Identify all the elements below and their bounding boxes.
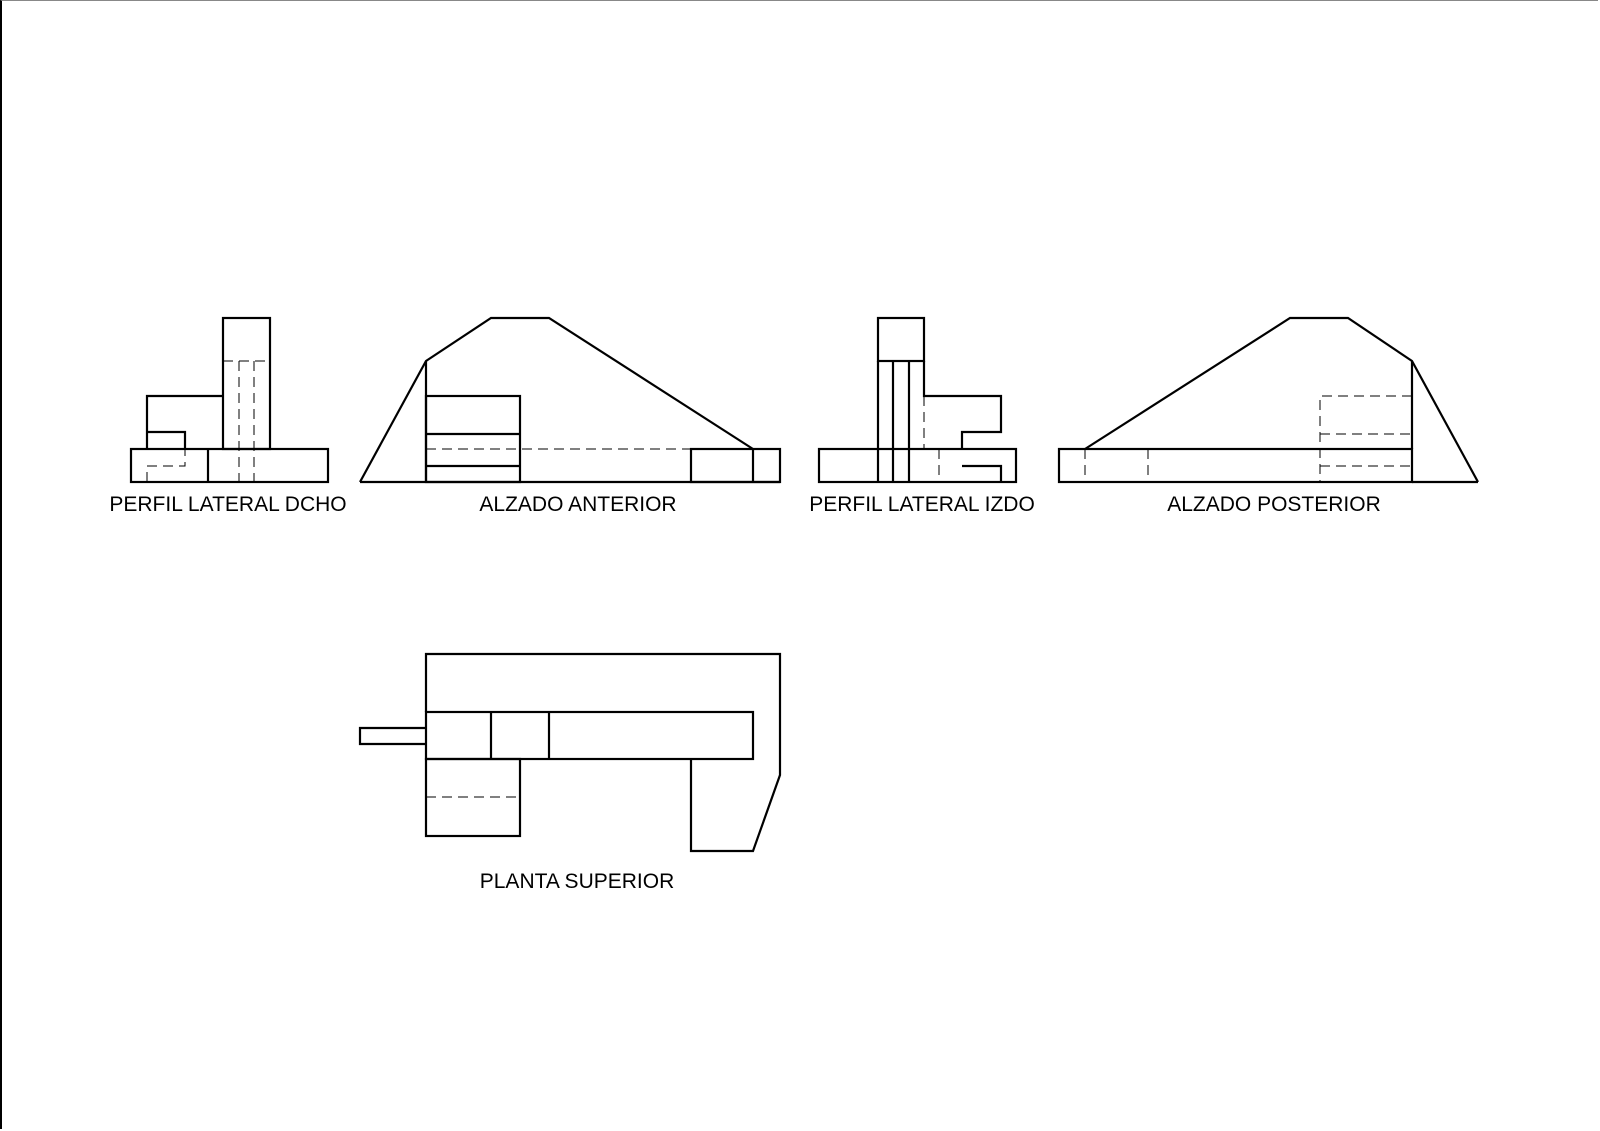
base-block xyxy=(1057,447,1414,484)
label-perfil-lateral-dcho: PERFIL LATERAL DCHO xyxy=(109,493,346,516)
view-alzado-posterior xyxy=(1057,316,1479,484)
outline-top xyxy=(1084,316,1479,483)
arm-step xyxy=(147,430,187,449)
label-planta-superior: PLANTA SUPERIOR xyxy=(480,870,675,893)
column-top xyxy=(876,316,926,363)
arm-outline xyxy=(922,361,1003,449)
base-block xyxy=(129,447,330,484)
left-tab xyxy=(358,726,426,746)
hidden-line xyxy=(1319,395,1412,482)
label-alzado-posterior: ALZADO POSTERIOR xyxy=(1167,493,1381,516)
view-planta-superior xyxy=(358,652,782,853)
outer-outline xyxy=(424,652,782,853)
lower-block xyxy=(424,757,522,838)
right-step xyxy=(689,447,782,484)
label-alzado-anterior: ALZADO ANTERIOR xyxy=(479,493,676,516)
label-perfil-lateral-izdo: PERFIL LATERAL IZDO xyxy=(809,493,1035,516)
outline-top xyxy=(359,316,754,483)
top-bar xyxy=(424,710,755,761)
arm-step xyxy=(962,464,1003,482)
hidden-line xyxy=(146,449,186,482)
view-alzado-anterior xyxy=(359,316,782,484)
front-block xyxy=(424,394,522,484)
view-perfil-lateral-dcho xyxy=(129,316,330,484)
column-block xyxy=(221,316,272,451)
view-perfil-lateral-izdo xyxy=(817,316,1018,484)
